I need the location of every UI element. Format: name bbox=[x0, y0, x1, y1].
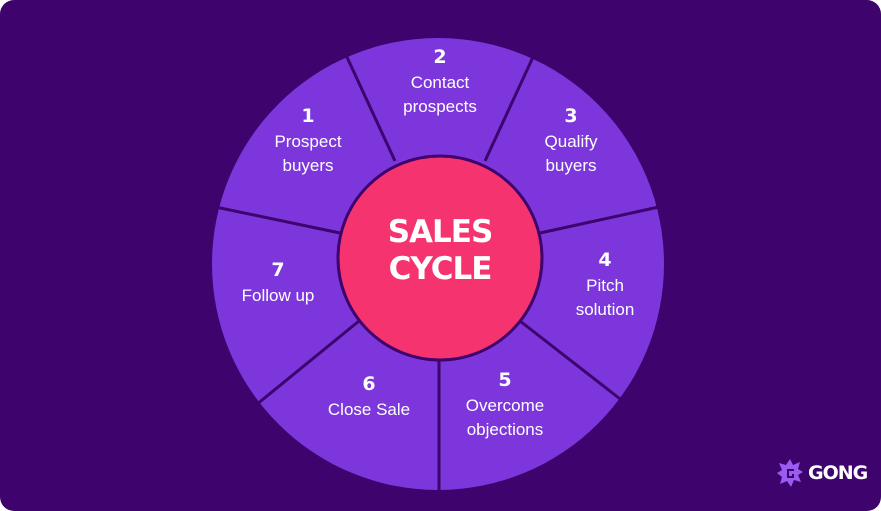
gong-burst-icon bbox=[777, 459, 803, 487]
center-circle bbox=[336, 154, 544, 362]
step-label: Close Sale bbox=[327, 400, 411, 419]
step-number: 4 bbox=[598, 249, 612, 271]
step-label: Qualify bbox=[544, 132, 598, 151]
step-number: 5 bbox=[498, 369, 512, 391]
step-number: 2 bbox=[433, 46, 447, 68]
step-label: buyers bbox=[282, 156, 334, 175]
step-1: 1 Prospect buyers bbox=[274, 104, 341, 178]
step-label: Pitch bbox=[586, 276, 624, 295]
gong-logo: GONG bbox=[776, 458, 868, 488]
center-title: SALES CYCLE bbox=[387, 214, 494, 288]
step-number: 1 bbox=[301, 105, 315, 127]
step-label: solution bbox=[575, 300, 635, 319]
step-number: 7 bbox=[271, 259, 285, 281]
step-label: objections bbox=[466, 420, 544, 439]
step-2: 2 Contact prospects bbox=[403, 45, 477, 119]
step-3: 3 Qualify buyers bbox=[545, 104, 598, 178]
step-6: 6 Close Sale bbox=[328, 372, 410, 422]
step-number: 6 bbox=[362, 373, 376, 395]
step-label: buyers bbox=[545, 156, 597, 175]
step-5: 5 Overcome objections bbox=[466, 368, 544, 442]
step-label: Overcome bbox=[465, 396, 545, 415]
sector-dividers bbox=[205, 41, 669, 491]
step-4: 4 Pitch solution bbox=[576, 248, 635, 322]
brand-name: GONG bbox=[808, 462, 868, 484]
step-7: 7 Follow up bbox=[242, 258, 315, 308]
center-title-line1: SALES bbox=[387, 214, 494, 250]
step-number: 3 bbox=[564, 105, 578, 127]
center-title-line2: CYCLE bbox=[388, 251, 493, 287]
step-label: Prospect bbox=[274, 132, 342, 151]
step-label: prospects bbox=[403, 97, 477, 116]
step-label: Follow up bbox=[241, 286, 315, 305]
step-label: Contact bbox=[410, 73, 470, 92]
